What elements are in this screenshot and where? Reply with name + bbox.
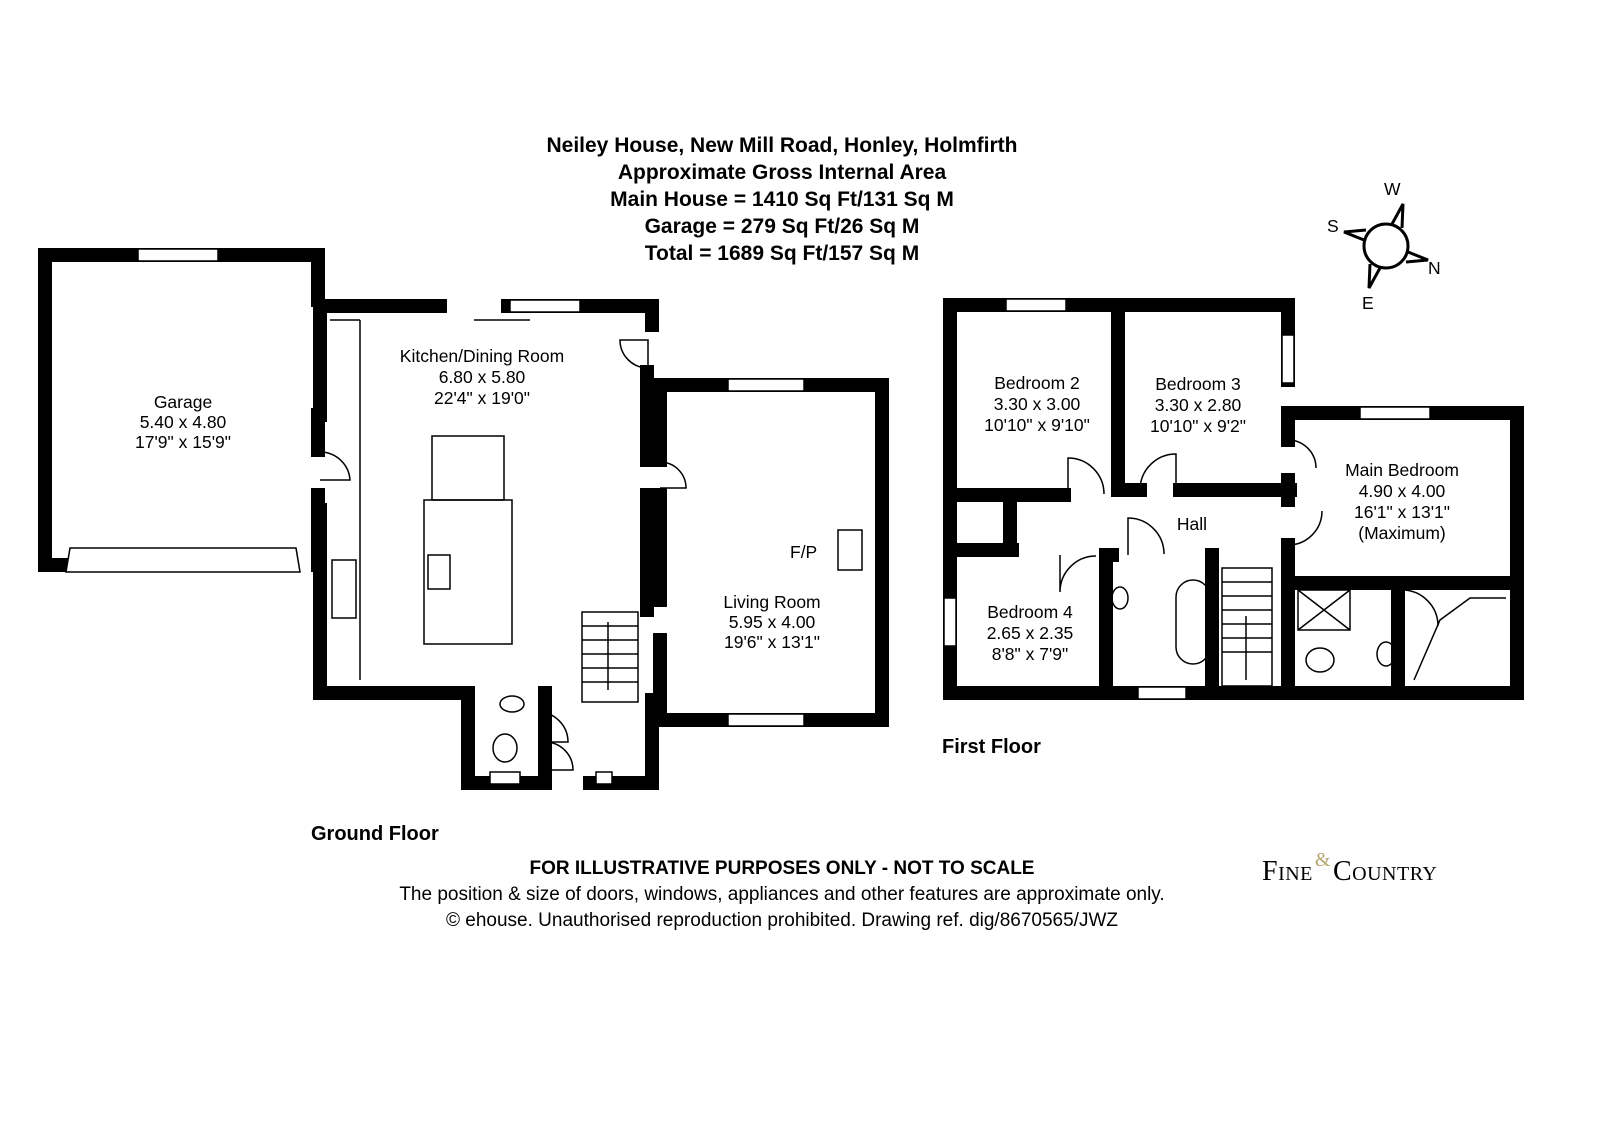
svg-text:Kitchen/Dining Room: Kitchen/Dining Room (400, 346, 564, 366)
hall-label: Hall (1177, 514, 1207, 534)
svg-text:16'1" x 13'1": 16'1" x 13'1" (1354, 502, 1450, 522)
hob-icon (427, 554, 451, 590)
garage-window (137, 248, 219, 262)
svg-text:Main Bedroom: Main Bedroom (1345, 460, 1459, 480)
toilet-icon (492, 733, 518, 763)
svg-text:(Maximum): (Maximum) (1358, 523, 1446, 543)
fireplace-label: F/P (790, 542, 817, 562)
wc-basin (499, 695, 525, 713)
svg-text:10'10" x 9'10": 10'10" x 9'10" (984, 415, 1090, 435)
approximation-note: The position & size of doors, windows, a… (399, 884, 1165, 905)
garage-internal-door (319, 451, 351, 481)
sink-icon (331, 559, 357, 619)
first-floor-stairs (1221, 567, 1273, 687)
living-door (659, 461, 687, 489)
bedroom-4-label: Bedroom 4 2.65 x 2.35 8'8" x 7'9" (987, 602, 1074, 664)
footer: FOR ILLUSTRATIVE PURPOSES ONLY - NOT TO … (0, 856, 1564, 934)
svg-text:5.95 x 4.00: 5.95 x 4.00 (729, 612, 816, 632)
fine-country-logo: Fine&Country (1262, 849, 1438, 888)
first-floor-walls (943, 298, 1524, 700)
svg-text:17'9" x 15'9": 17'9" x 15'9" (135, 432, 231, 452)
basin-icon (1111, 586, 1129, 610)
svg-text:3.30 x 3.00: 3.30 x 3.00 (994, 394, 1081, 414)
copyright: © ehouse. Unauthorised reproduction proh… (446, 910, 1118, 931)
ground-floor-walls (38, 248, 889, 790)
kitchen-island (423, 499, 513, 645)
disclaimer: FOR ILLUSTRATIVE PURPOSES ONLY - NOT TO … (529, 858, 1035, 879)
area-subtitle: Approximate Gross Internal Area (617, 161, 947, 184)
svg-text:Living Room: Living Room (723, 592, 820, 612)
bedroom-2-label: Bedroom 2 3.30 x 3.00 10'10" x 9'10" (984, 373, 1090, 435)
total-area: Total = 1689 Sq Ft/157 Sq M (644, 242, 920, 265)
compass-e: E (1362, 293, 1374, 313)
svg-text:2.65 x 2.35: 2.65 x 2.35 (987, 623, 1074, 643)
compass-icon: W S N E (1327, 179, 1441, 313)
svg-text:Bedroom 3: Bedroom 3 (1155, 374, 1241, 394)
garage-area: Garage = 279 Sq Ft/26 Sq M (644, 215, 920, 238)
svg-text:4.90 x 4.00: 4.90 x 4.00 (1359, 481, 1446, 501)
svg-text:Garage: Garage (154, 392, 212, 412)
svg-text:19'6" x 13'1": 19'6" x 13'1" (724, 632, 820, 652)
kitchen-door (619, 339, 649, 369)
main-house-area: Main House = 1410 Sq Ft/131 Sq M (610, 188, 954, 211)
logo-amp: & (1314, 849, 1331, 871)
svg-text:22'4" x 19'0": 22'4" x 19'0" (434, 388, 530, 408)
svg-text:5.40 x 4.80: 5.40 x 4.80 (140, 412, 227, 432)
shower-icon (1297, 589, 1351, 631)
living-label: Living Room 5.95 x 4.00 19'6" x 13'1" (723, 592, 820, 652)
compass-w: W (1384, 179, 1401, 199)
stairs (581, 611, 639, 703)
svg-text:10'10" x 9'2": 10'10" x 9'2" (1150, 416, 1246, 436)
bedroom-3-label: Bedroom 3 3.30 x 2.80 10'10" x 9'2" (1150, 374, 1246, 436)
first-floor-label: First Floor (942, 736, 1041, 758)
logo-country: Country (1332, 856, 1438, 887)
ground-floor-label: Ground Floor (311, 823, 439, 845)
garage-door (65, 547, 301, 573)
ensuite-toilet (1305, 647, 1335, 673)
svg-text:3.30 x 2.80: 3.30 x 2.80 (1155, 395, 1242, 415)
svg-text:Bedroom 2: Bedroom 2 (994, 373, 1080, 393)
garage-label: Garage 5.40 x 4.80 17'9" x 15'9" (135, 392, 231, 452)
svg-text:6.80 x 5.80: 6.80 x 5.80 (439, 367, 526, 387)
svg-text:8'8" x 7'9": 8'8" x 7'9" (992, 644, 1069, 664)
address: Neiley House, New Mill Road, Honley, Hol… (546, 134, 1018, 157)
kitchen-label: Kitchen/Dining Room 6.80 x 5.80 22'4" x … (400, 346, 564, 408)
logo-fine: Fine (1262, 856, 1313, 887)
main-bedroom-label: Main Bedroom 4.90 x 4.00 16'1" x 13'1" (… (1345, 460, 1459, 543)
plan-title: Neiley House, New Mill Road, Honley, Hol… (0, 132, 1564, 267)
svg-text:Bedroom 4: Bedroom 4 (987, 602, 1073, 622)
fireplace (837, 529, 863, 571)
bath-icon (1175, 579, 1211, 665)
compass-n: N (1428, 258, 1441, 278)
compass-s: S (1327, 216, 1339, 236)
